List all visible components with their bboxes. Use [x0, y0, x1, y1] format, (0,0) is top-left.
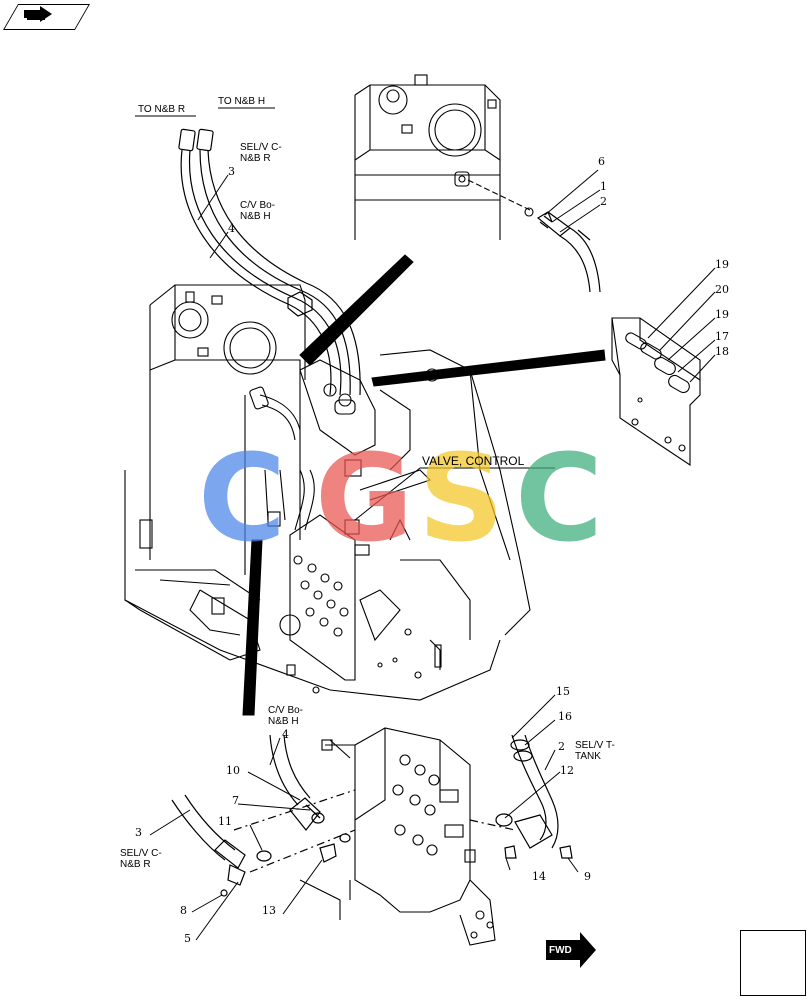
label-to-nb-r: TO N&B R — [138, 104, 186, 115]
callout-19-b: 19 — [715, 308, 729, 321]
label-selv-c-bottom: SEL/V C- N&B R — [120, 848, 162, 870]
label-selv-c-top: SEL/V C- N&B R — [240, 142, 282, 164]
callout-18: 18 — [715, 345, 729, 358]
callout-5: 5 — [184, 932, 191, 945]
callout-3-top: 3 — [228, 165, 235, 178]
callout-16: 16 — [558, 710, 572, 723]
callout-3-bottom: 3 — [135, 826, 142, 839]
control-valve-stack — [249, 359, 432, 681]
callout-9: 9 — [584, 870, 591, 883]
callout-1: 1 — [600, 180, 607, 193]
watermark-letter-2: G — [315, 430, 414, 569]
watermark-letter-3: S — [418, 430, 505, 569]
callout-17: 17 — [715, 330, 729, 343]
callout-11: 11 — [218, 815, 232, 828]
bottom-right-hose — [469, 734, 573, 859]
fitting-hose-top-right — [536, 211, 601, 293]
callout-20: 20 — [715, 283, 729, 296]
bottom-valve-body — [299, 727, 496, 946]
callout-2-bottom: 2 — [558, 740, 565, 753]
callout-10: 10 — [226, 764, 240, 777]
machine-frame — [124, 349, 531, 701]
callout-leaders — [135, 107, 716, 941]
previous-page-button[interactable] — [740, 930, 806, 996]
callout-7: 7 — [232, 794, 239, 807]
watermark-letter-4: C — [515, 430, 604, 569]
connector-bars — [242, 254, 606, 716]
label-to-nb-h: TO N&B H — [218, 96, 266, 107]
fwd-arrow-icon — [546, 932, 596, 968]
bottom-left-hoses — [171, 734, 356, 897]
callout-13: 13 — [262, 904, 276, 917]
callout-12: 12 — [560, 764, 574, 777]
label-cv-bo-top: C/V Bo- N&B H — [240, 200, 276, 222]
watermark-letter-1: C — [198, 430, 287, 569]
callout-6: 6 — [598, 155, 605, 168]
callout-19-a: 19 — [715, 258, 729, 271]
callout-2-top: 2 — [600, 195, 607, 208]
right-detail-block — [611, 317, 701, 467]
label-valve-control: VALVE, CONTROL — [422, 454, 525, 468]
callout-4-bottom: 4 — [282, 728, 289, 741]
callout-15: 15 — [556, 685, 570, 698]
tank-top — [354, 74, 534, 240]
callout-14: 14 — [532, 870, 546, 883]
hoses-3-4 — [178, 128, 361, 396]
label-cv-bo-bottom: C/V Bo- N&B H — [268, 705, 304, 727]
label-fwd: FWD — [549, 945, 572, 956]
label-selv-t-tank: SEL/V T- TANK — [575, 740, 615, 762]
callout-4-top: 4 — [228, 222, 235, 235]
callout-8: 8 — [180, 904, 187, 917]
next-page-icon — [24, 6, 52, 22]
